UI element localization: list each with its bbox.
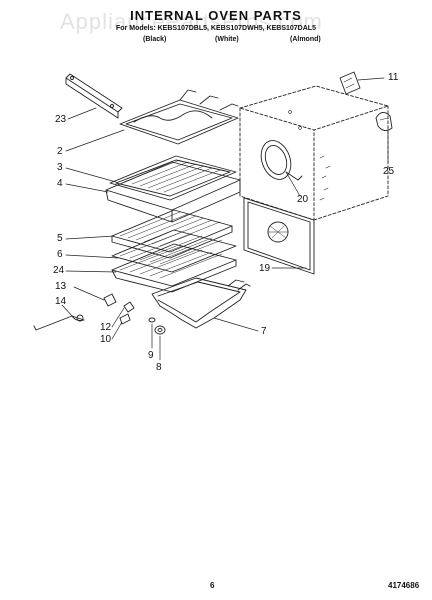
part-9-washer (148, 317, 156, 323)
callout-9: 9 (148, 350, 154, 361)
part-6-oven-rack (111, 229, 237, 273)
color-almond: (Almond) (290, 36, 321, 43)
callout-14: 14 (55, 296, 67, 307)
part-4-broil-pan (105, 161, 241, 223)
page-number: 6 (210, 581, 215, 590)
callout-4: 4 (57, 178, 63, 189)
part-20-convection-fan (260, 140, 303, 181)
part-7-broil-element (151, 277, 251, 329)
part-13-bracket (103, 293, 117, 307)
watermark: AppliancePartsPros.com (60, 9, 323, 34)
callout-13: 13 (55, 281, 67, 292)
callout-10: 10 (100, 334, 112, 345)
callout-3: 3 (57, 162, 63, 173)
callout-8: 8 (156, 362, 162, 373)
callout-11: 11 (388, 72, 399, 83)
part-11-bracket (339, 71, 361, 95)
document-number: 4174686 (388, 581, 420, 590)
model-numbers: For Models: KEBS107DBL5, KEBS107DWH5, KE… (116, 25, 316, 32)
part-2-bake-element (119, 89, 239, 145)
callout-23: 23 (55, 114, 67, 125)
callout-7: 7 (261, 326, 267, 337)
callout-5: 5 (57, 233, 63, 244)
color-white: (White) (215, 36, 239, 43)
callout-2: 2 (57, 146, 63, 157)
part-23-bracket (65, 73, 123, 119)
leader-lines (61, 77, 389, 361)
oven-cavity-fasteners (288, 110, 331, 201)
part-25-bracket (375, 112, 393, 131)
callout-6: 6 (57, 249, 63, 260)
callout-20: 20 (297, 194, 309, 205)
part-8-nut (154, 325, 166, 335)
callout-24: 24 (53, 265, 65, 276)
part-14-sensor (33, 314, 85, 331)
page-title: INTERNAL OVEN PARTS (130, 8, 302, 23)
part-3-broil-pan-insert (109, 155, 237, 201)
callout-12: 12 (100, 322, 112, 333)
part-24-oven-rack (111, 243, 237, 293)
callout-25: 25 (383, 166, 395, 177)
part-12-clip (123, 301, 135, 313)
callout-19: 19 (259, 263, 271, 274)
part-10-clip (119, 313, 131, 325)
oven-cavity (239, 85, 389, 221)
color-black: (Black) (143, 36, 167, 43)
part-19-rear-panel (243, 197, 315, 275)
